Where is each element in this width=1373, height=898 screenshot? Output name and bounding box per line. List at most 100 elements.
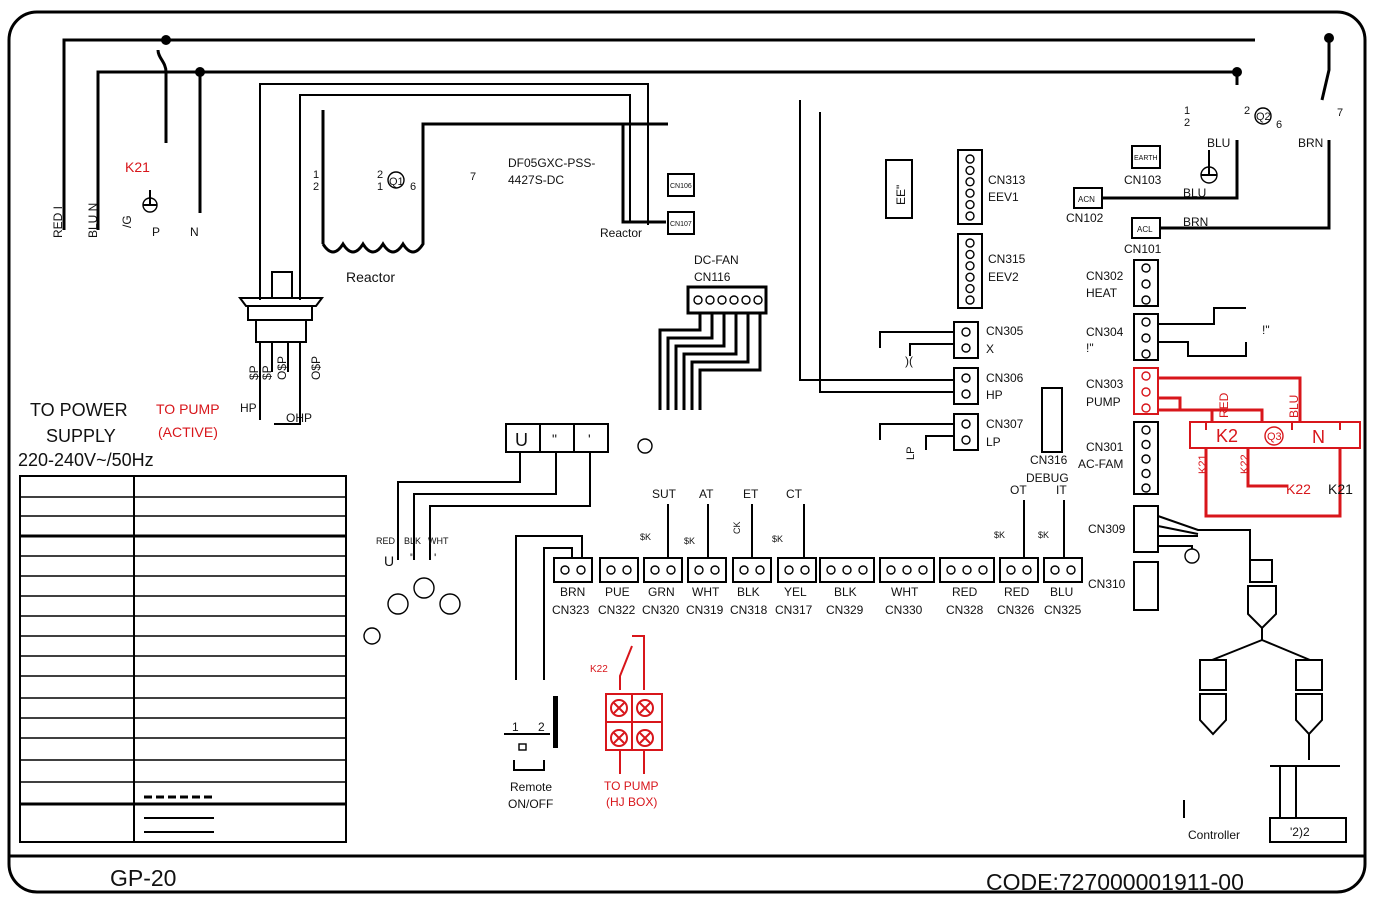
ct-sensor-label: CT (786, 487, 803, 501)
cn322-label: CN322 (598, 603, 636, 617)
sp-label-2: $P (260, 365, 274, 380)
lp-wire-label: LP (905, 447, 917, 460)
earth-terminal-label: EARTH (1134, 155, 1158, 162)
cn116-pin (729, 295, 739, 305)
sensor-connector-pin (918, 565, 928, 575)
cn304-sym-label: !" (1262, 323, 1270, 337)
to-pump-hj-line2: (HJ BOX) (606, 795, 657, 809)
cn116-label: CN116 (694, 270, 731, 284)
cn103-label: CN103 (1124, 173, 1162, 187)
osp-label-1: O$P (275, 356, 289, 380)
it-sensor-label: IT (1056, 483, 1067, 497)
eev-pin (965, 188, 975, 198)
compressor-model-line1: DF05GXC-PSS- (508, 156, 595, 170)
q1-pin-1: 1 (377, 181, 383, 193)
hj-terminal-screws (610, 699, 654, 747)
sensor-pin (961, 389, 971, 399)
motor-u-label: U (384, 553, 394, 569)
eev2-label: EEV2 (988, 270, 1019, 284)
red-wire-label: RED (1217, 392, 1231, 418)
q2-pin-7: 7 (1337, 107, 1343, 119)
k21-relay-label-right: K21 (1328, 481, 1353, 497)
sensor-connector-pin (1066, 565, 1076, 575)
connector-pin (1141, 349, 1151, 359)
cn302-label: CN302 (1086, 269, 1124, 283)
cn326-label: CN326 (997, 603, 1035, 617)
cn304-label: CN304 (1086, 325, 1124, 339)
cn116-pin (753, 295, 763, 305)
q2-component: Q2 (1254, 107, 1272, 125)
sensor-connector (777, 557, 817, 583)
hj-screw-cross (639, 702, 651, 714)
eev1-label: EEV1 (988, 190, 1019, 204)
cn329-label: CN329 (826, 603, 864, 617)
cn320-label: CN320 (642, 603, 680, 617)
sk-label-1: $K (640, 532, 651, 542)
to-power-line1: TO POWER (30, 400, 128, 420)
conn-blu-label: BLU (1050, 585, 1073, 599)
cn106-label: CN106 (670, 183, 692, 190)
wire-blu-label: BLU N (86, 203, 100, 238)
compressor-motor-icon (363, 577, 461, 645)
blu-wire-label: BLU (1207, 136, 1230, 150)
osp-label-2: O$P (309, 356, 323, 380)
conn-blk2-label: BLK (834, 585, 857, 599)
q1-pin-7: 7 (470, 171, 476, 183)
cn325-label: CN325 (1044, 603, 1082, 617)
dcfan-label: DC-FAN (694, 253, 739, 267)
cn323-label: CN323 (552, 603, 590, 617)
remote-switch (504, 696, 558, 771)
conn-brn-label: BRN (560, 585, 585, 599)
motor-tick-label: ' (434, 551, 436, 565)
p-terminal-label: P (152, 225, 160, 239)
q2-pin-6: 6 (1276, 119, 1282, 131)
connector-pin (1141, 317, 1151, 327)
conn-pue-label: PUE (605, 585, 630, 599)
k22-wire-label: K22 (1239, 454, 1251, 474)
sensor-connector-pin (978, 565, 988, 575)
connector-pin (1141, 263, 1151, 273)
sp-label-1: $P (247, 365, 261, 380)
cn317-label: CN317 (775, 603, 813, 617)
sk-label-4: $K (994, 530, 1005, 540)
hp-switch-label: HP (240, 401, 257, 415)
remote-label-line2: ON/OFF (508, 797, 553, 811)
earth-icon (142, 190, 158, 213)
sensor-connector-pin (1022, 565, 1032, 575)
cn301-label: CN301 (1086, 440, 1124, 454)
sensor-connector-pin (842, 565, 852, 575)
remote-pin-1: 1 (512, 720, 519, 734)
sensor-connector (687, 557, 727, 583)
cn316-label: CN316 (1030, 453, 1068, 467)
controller-box (1269, 817, 1347, 843)
eev-pin (965, 199, 975, 210)
k21-wire-label: K21 (1197, 454, 1209, 474)
connector-pin (1141, 454, 1151, 464)
cn313-label: CN313 (988, 173, 1026, 187)
sensor-connector-pin (1050, 565, 1060, 575)
code-label: CODE:727000001911-00 (986, 869, 1244, 895)
controller-harness (1157, 515, 1340, 818)
cn102-label: CN102 (1066, 211, 1104, 225)
wire-blk-small: BLK (404, 536, 421, 546)
cn307-label: CN307 (986, 417, 1024, 431)
q2-pin-3: 2 (1244, 105, 1250, 117)
acfam-label: AC-FAM (1078, 457, 1123, 471)
n-terminal-label: N (190, 225, 199, 239)
eev-pin (965, 177, 975, 187)
power-bus (62, 33, 1334, 230)
k2-relay-label: K2 (1216, 426, 1238, 446)
sensor-connector-pin (576, 565, 586, 575)
remote-label-line1: Remote (510, 780, 552, 794)
to-power-line3: 220-240V~/50Hz (18, 450, 154, 470)
et-sensor-label: ET (743, 487, 759, 501)
motor-quote-label: " (410, 551, 414, 565)
eev-pin (965, 211, 975, 221)
cn303-label: CN303 (1086, 377, 1124, 391)
brn-wire-label-2: BRN (1183, 215, 1208, 229)
q3-component: Q3 (1264, 426, 1284, 446)
earth-wire-label: /G (120, 215, 134, 228)
sensor-connector-pin (606, 565, 616, 575)
cn116-pin (705, 295, 715, 305)
cn319-label: CN319 (686, 603, 724, 617)
